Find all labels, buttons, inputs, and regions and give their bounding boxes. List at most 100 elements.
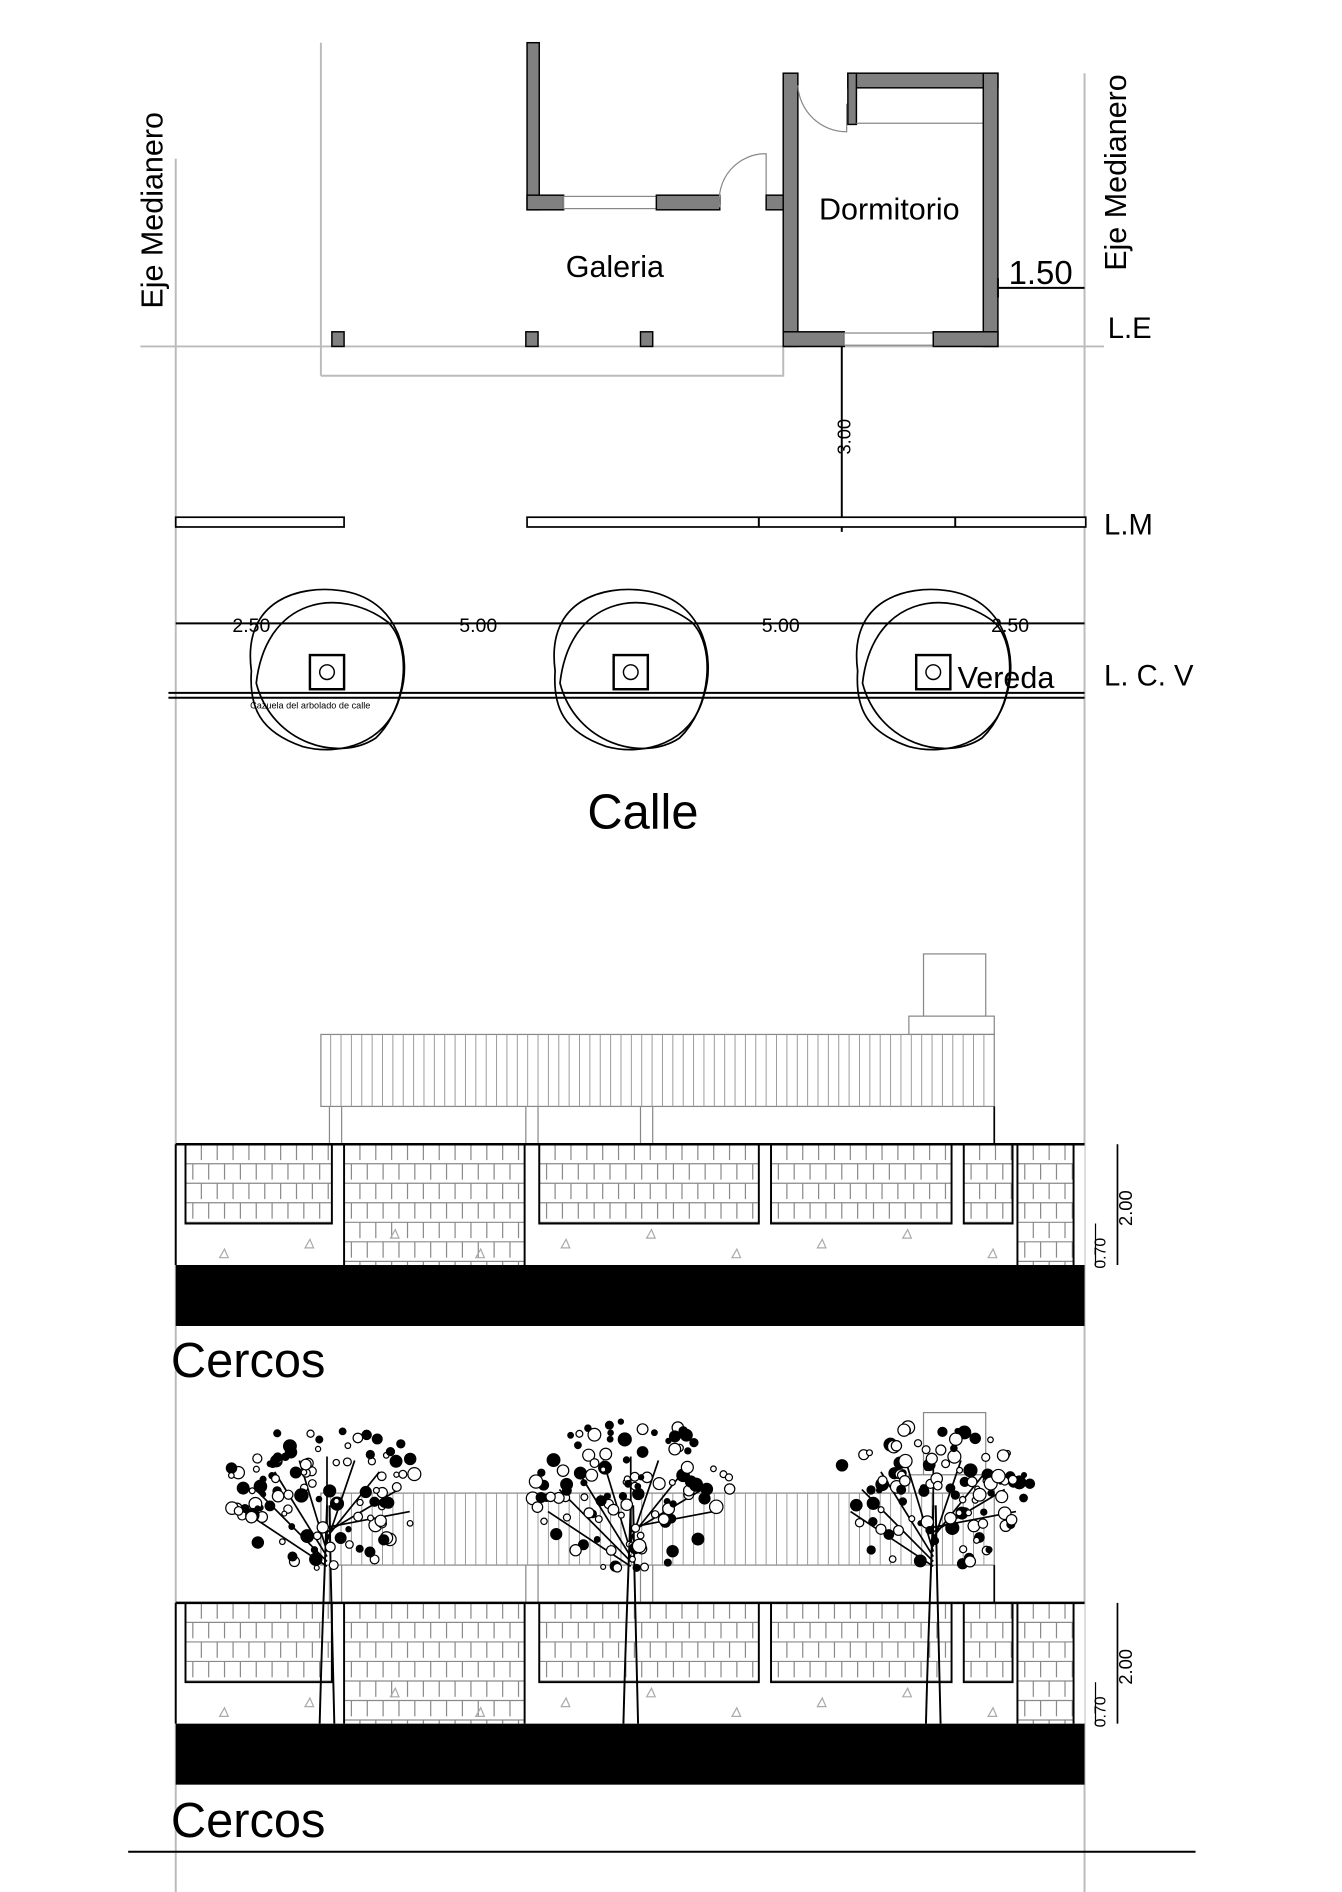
- tree-foliage: [371, 1433, 383, 1445]
- concrete-aggregate: [218, 1706, 230, 1717]
- tree-foliage: [593, 1536, 601, 1543]
- tree-pit: [612, 653, 650, 691]
- concrete-aggregate: [645, 1686, 657, 1698]
- tree-foliage: [389, 1454, 403, 1468]
- tree-foliage: [607, 1503, 620, 1516]
- tree-foliage: [913, 1439, 923, 1448]
- concrete-aggregate: [560, 1238, 571, 1249]
- tree-branch: [904, 1460, 935, 1552]
- tree-branch: [577, 1471, 632, 1557]
- tree-foliage: [920, 1515, 935, 1529]
- tree-foliage: [345, 1540, 354, 1549]
- tree-foliage: [361, 1429, 372, 1441]
- tree-foliage: [980, 1508, 988, 1516]
- tree-foliage: [545, 1491, 556, 1503]
- tree-foliage: [271, 1474, 281, 1484]
- tree-foliage: [356, 1498, 364, 1507]
- elevation-fences: [174, 953, 1119, 1326]
- tree-foliage: [528, 1474, 544, 1489]
- tree-foliage: [531, 1501, 544, 1513]
- tree-foliage: [630, 1523, 641, 1533]
- tree-canopy-outline: [861, 601, 1011, 750]
- tree-foliage: [378, 1497, 388, 1508]
- tree-foliage: [287, 1551, 298, 1562]
- tree-foliage: [583, 1507, 595, 1519]
- tree-foliage: [963, 1463, 978, 1478]
- tree-foliage: [575, 1429, 584, 1438]
- fence-panel: [538, 1602, 760, 1684]
- tree-foliage: [278, 1538, 286, 1546]
- tree-foliage: [585, 1468, 599, 1482]
- tree-foliage: [668, 1478, 676, 1487]
- fence-panel: [538, 1144, 760, 1225]
- tree-branch: [932, 1460, 962, 1543]
- street-label: Calle: [587, 785, 698, 839]
- tree-foliage: [312, 1531, 322, 1541]
- tree-foliage: [618, 1492, 628, 1501]
- tree-foliage: [908, 1515, 916, 1523]
- tree-foliage: [622, 1456, 631, 1464]
- tree-foliage: [636, 1423, 649, 1436]
- tree-foliage: [245, 1510, 258, 1524]
- tree-foliage: [580, 1493, 589, 1502]
- tree-foliage: [364, 1546, 376, 1558]
- dimension-front: 3.00: [833, 419, 854, 455]
- tree-foliage: [640, 1562, 650, 1572]
- tree-foliage: [352, 1432, 364, 1444]
- tree-foliage: [932, 1480, 943, 1491]
- tree-foliage: [849, 1498, 863, 1512]
- tree-foliage: [947, 1449, 962, 1464]
- tree-foliage: [372, 1486, 380, 1494]
- tree-foliage: [663, 1558, 672, 1567]
- tree-foliage: [315, 1495, 323, 1503]
- tree-foliage: [567, 1431, 575, 1439]
- line-label-lm: L.M: [1104, 509, 1153, 541]
- tree-foliage: [959, 1545, 968, 1554]
- tree-foliage: [353, 1511, 364, 1522]
- tree-foliage: [634, 1482, 642, 1490]
- tree-foliage: [866, 1545, 876, 1555]
- tree-foliage: [689, 1437, 699, 1448]
- tree-foliage: [252, 1465, 260, 1473]
- tree-foliage: [893, 1524, 904, 1536]
- tree-foliage: [669, 1500, 677, 1508]
- tree-foliage: [236, 1481, 250, 1495]
- tree-foliage: [406, 1519, 414, 1527]
- concrete-aggregate: [474, 1706, 486, 1717]
- tree-foliage: [898, 1453, 913, 1469]
- concrete-aggregate: [389, 1228, 400, 1239]
- tree-foliage: [306, 1429, 315, 1438]
- tree-foliage: [595, 1495, 607, 1507]
- tree-foliage: [883, 1529, 895, 1540]
- tree-foliage: [955, 1509, 963, 1517]
- tree-foliage: [281, 1452, 290, 1462]
- tree-foliage: [264, 1500, 276, 1512]
- tree-foliage: [334, 1532, 347, 1544]
- tree-foliage: [272, 1452, 283, 1463]
- tree-canopy-outline: [255, 601, 405, 750]
- fence-height-dim-2: 2.00: [1115, 1649, 1136, 1685]
- line-label-lcv: L. C. V: [1104, 661, 1194, 693]
- tree-foliage: [391, 1482, 402, 1493]
- tree-foliage: [398, 1469, 408, 1479]
- tree-foliage: [569, 1543, 582, 1557]
- tree-foliage: [587, 1427, 602, 1442]
- concrete-aggregate: [474, 1247, 486, 1259]
- tree-foliage: [981, 1452, 991, 1462]
- tree-foliage: [724, 1473, 734, 1482]
- tree-foliage: [987, 1436, 994, 1444]
- tree-foliage: [977, 1518, 989, 1529]
- tree-branch: [273, 1471, 328, 1557]
- tree-foliage: [288, 1523, 296, 1530]
- tree-foliage: [866, 1496, 880, 1510]
- tree-foliage: [897, 1423, 911, 1437]
- tree-foliage: [253, 1479, 268, 1494]
- fence-height-dim-1: 2.00: [1115, 1190, 1136, 1226]
- tree-foliage: [313, 1564, 320, 1571]
- tree-foliage: [283, 1489, 294, 1500]
- tree-foliage: [631, 1538, 647, 1554]
- tree-foliage: [628, 1555, 636, 1563]
- tree-foliage: [657, 1513, 670, 1526]
- room-label-galeria: Galeria: [566, 250, 664, 284]
- concrete-aggregate: [389, 1686, 400, 1698]
